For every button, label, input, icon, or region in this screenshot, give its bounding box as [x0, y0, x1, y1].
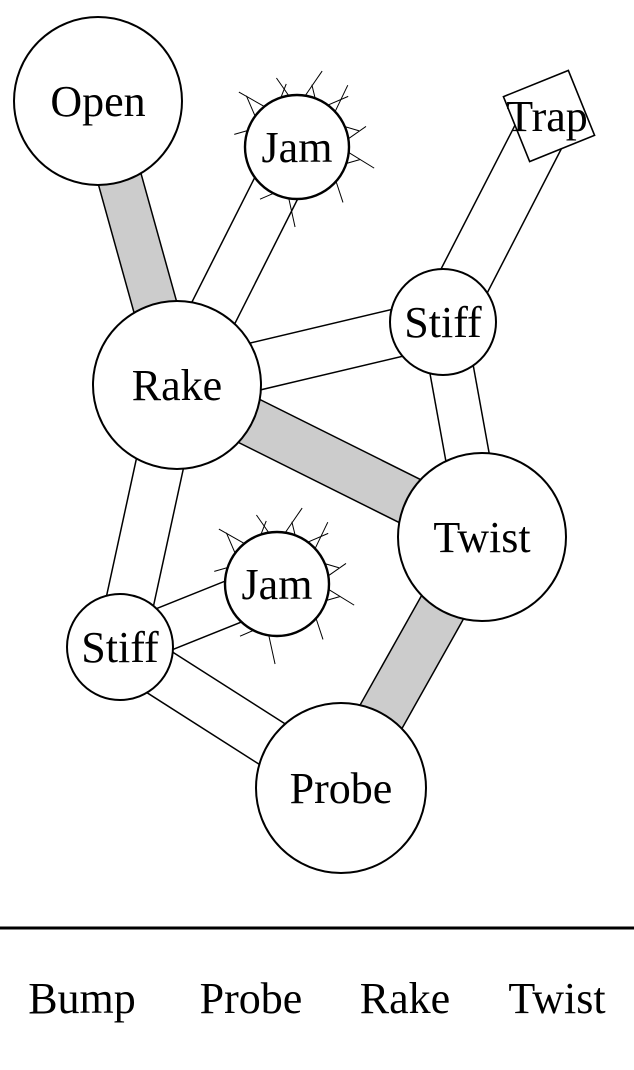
node-stiff1: Stiff — [389, 268, 497, 376]
spike-line — [238, 91, 267, 109]
node-jam1: Jam — [234, 70, 375, 228]
spike-line — [287, 196, 296, 228]
legend-item-twist: Twist — [508, 974, 605, 1023]
spike-line — [313, 521, 329, 551]
node-jam2: Jam — [214, 507, 355, 665]
spike-line — [305, 532, 329, 544]
node-label: Jam — [242, 560, 313, 609]
legend-item-probe: Probe — [200, 974, 303, 1023]
node-shape-circle — [397, 452, 567, 622]
legend: Bump Probe Rake Twist — [28, 974, 605, 1023]
node-label: Stiff — [81, 623, 159, 672]
node-shape-circle — [66, 593, 174, 701]
spike-line — [314, 615, 324, 640]
node-label: Rake — [132, 361, 222, 410]
node-label: Probe — [290, 764, 393, 813]
node-shape-circle — [255, 702, 427, 874]
node-label: Open — [50, 77, 145, 126]
node-stiff2: Stiff — [66, 593, 174, 701]
spike-line — [346, 126, 367, 141]
spike-line — [218, 528, 247, 546]
spike-line — [325, 95, 349, 107]
node-label: Twist — [433, 513, 530, 562]
node-shape-circle — [223, 530, 331, 638]
spike-line — [225, 532, 237, 556]
jam-spikes-icon — [234, 70, 375, 228]
node-shape-circle — [389, 268, 497, 376]
node-label: Trap — [506, 92, 588, 141]
spike-line — [245, 95, 257, 119]
node-shape-circle — [92, 300, 262, 470]
node-open: Open — [13, 16, 183, 186]
spike-line — [326, 563, 347, 578]
legend-item-bump: Bump — [28, 974, 136, 1023]
spike-line — [276, 77, 291, 98]
spike-line — [303, 70, 323, 98]
jam-spikes-icon — [214, 507, 355, 665]
node-shape-circle — [243, 93, 351, 201]
legend-item-rake: Rake — [360, 974, 450, 1023]
node-twist: Twist — [397, 452, 567, 622]
spike-line — [334, 178, 344, 203]
spike-line — [326, 587, 355, 606]
node-trap: Trap — [502, 69, 596, 163]
spike-line — [346, 150, 375, 169]
spike-line — [283, 507, 303, 535]
node-rake: Rake — [92, 300, 262, 470]
node-label: Stiff — [404, 298, 482, 347]
node-shape-circle — [13, 16, 183, 186]
spike-line — [256, 514, 271, 535]
node-probe: Probe — [255, 702, 427, 874]
spike-line — [333, 84, 349, 114]
node-shape-square — [502, 69, 596, 163]
spike-line — [267, 633, 276, 665]
node-label: Jam — [262, 123, 333, 172]
